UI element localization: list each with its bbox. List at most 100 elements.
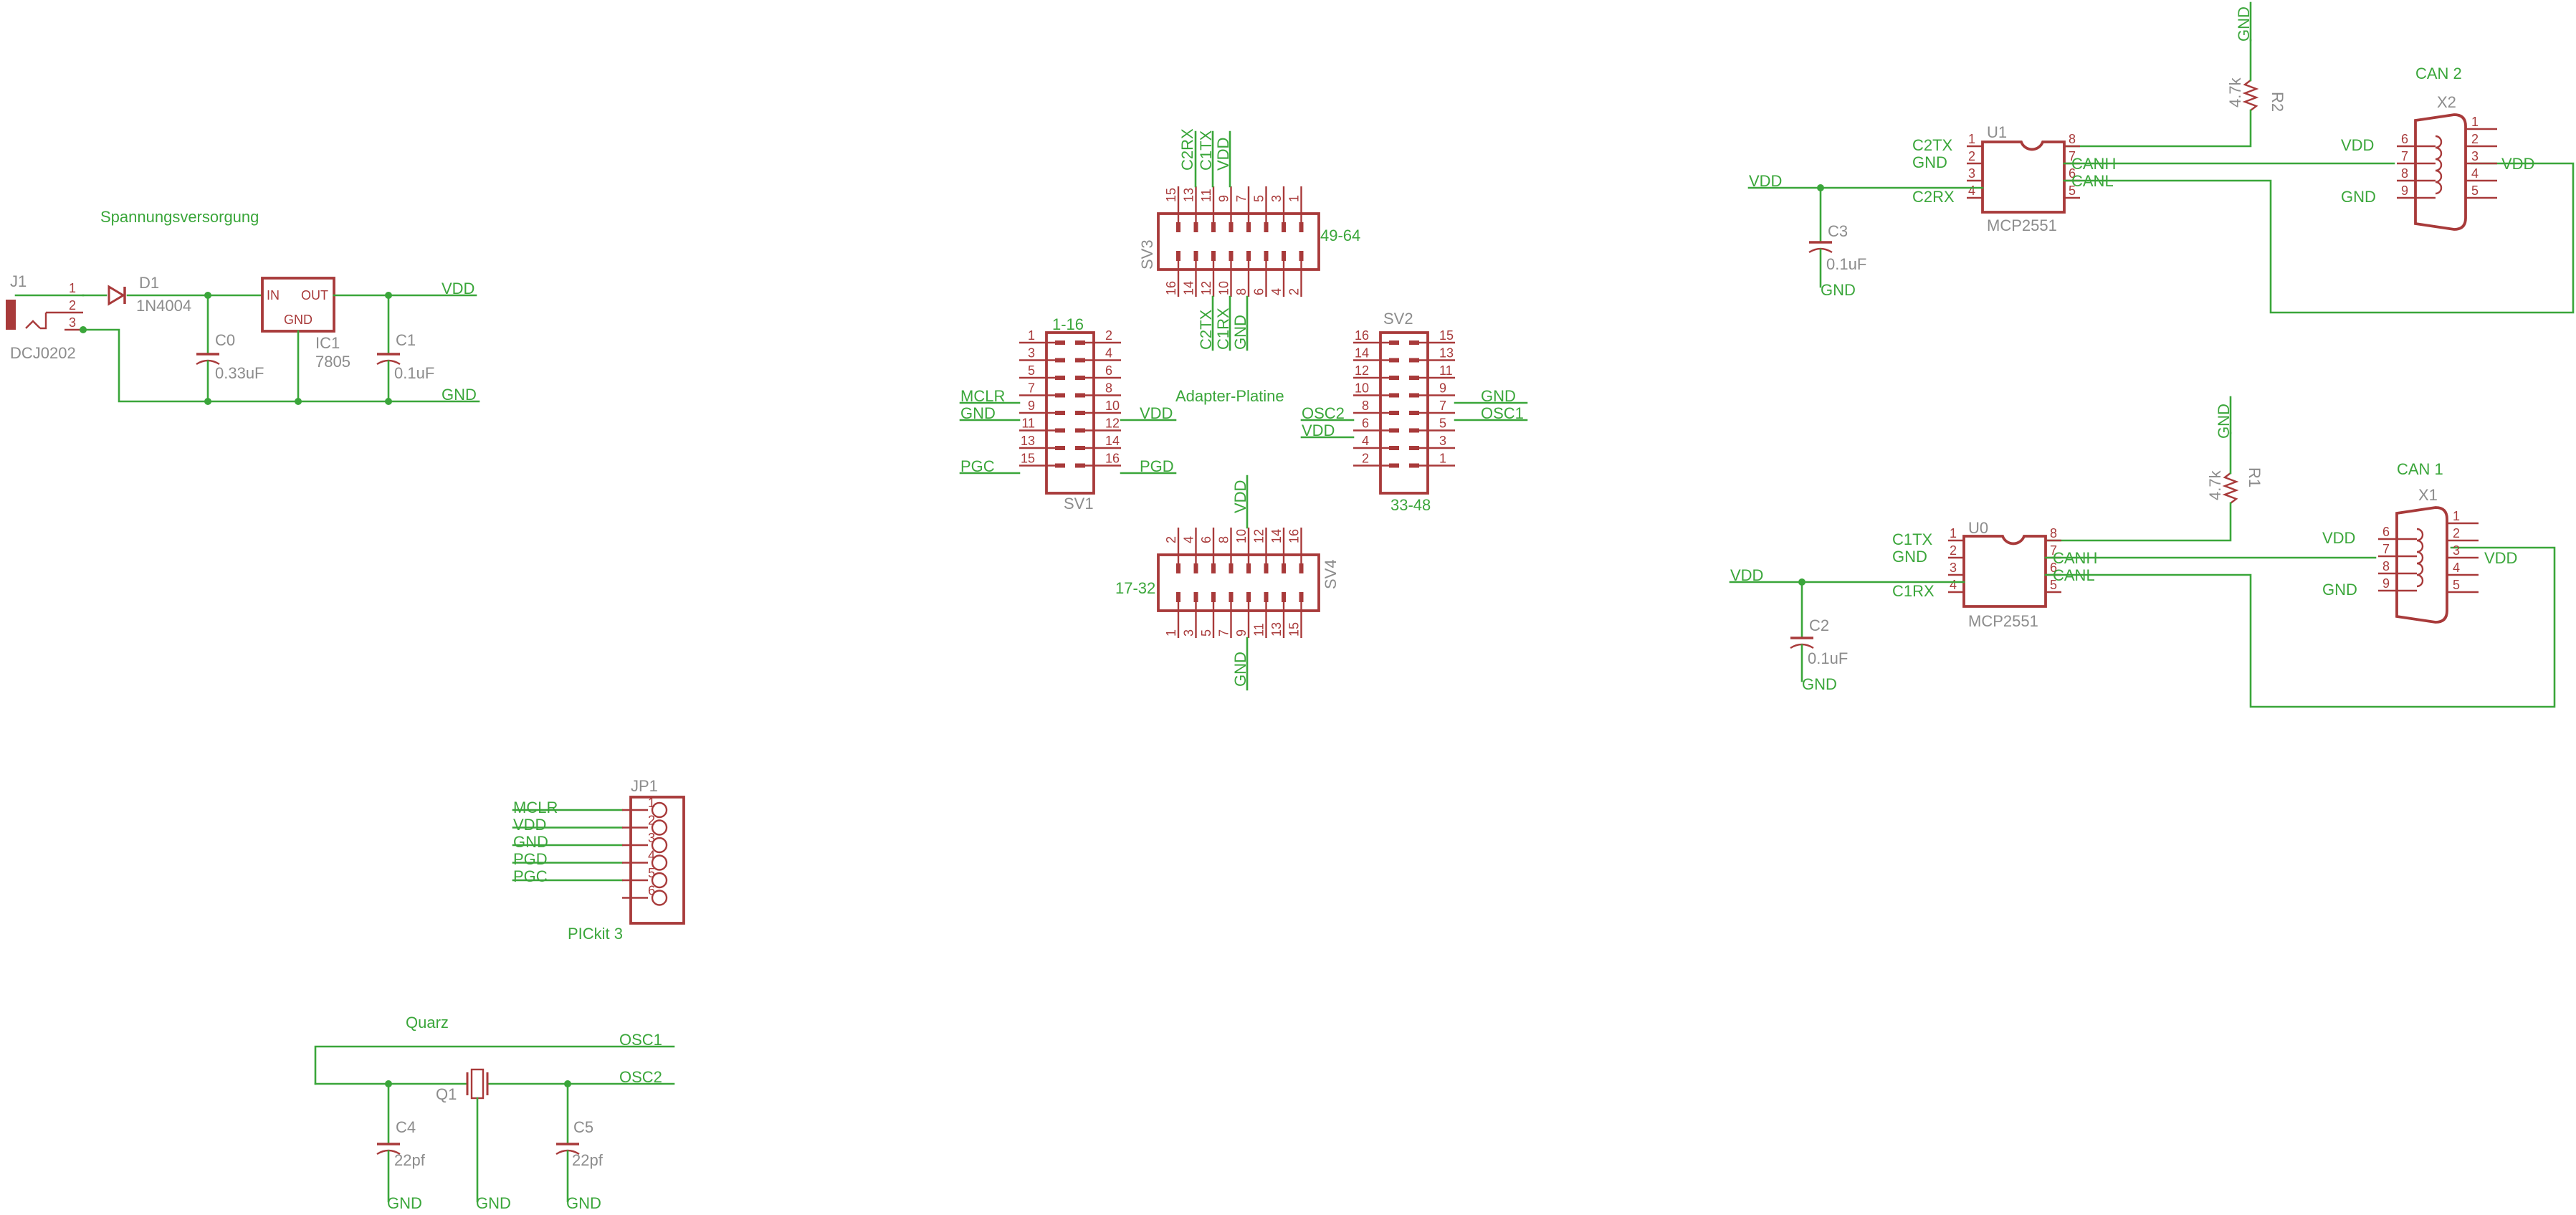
pin-number: 4 [1968, 184, 1975, 198]
sv3-name: SV3 [1138, 239, 1156, 270]
pin-number: 9 [1234, 629, 1249, 637]
sv3-c1tx-label: C1TX [1197, 130, 1215, 171]
x1-subd-connector [2395, 506, 2448, 624]
c5-value: 22pf [572, 1151, 604, 1169]
u0-ic-body [1962, 535, 2047, 608]
pin-number: 11 [1439, 363, 1453, 378]
pin-number: 9 [1028, 399, 1035, 413]
sv2-osc1-label: OSC1 [1481, 404, 1524, 422]
j1-name: J1 [10, 272, 27, 290]
c4-value: 22pf [394, 1151, 426, 1169]
pin-number: 6 [2069, 166, 2076, 181]
pin-number: 4 [2471, 166, 2479, 181]
header-pin-dot [1055, 411, 1065, 415]
pin-number: 6 [2401, 132, 2408, 146]
header-pin-dot [1409, 446, 1419, 450]
pin-number: 9 [2382, 576, 2390, 591]
r2-name: R2 [2269, 92, 2286, 112]
pin-number: 2 [1105, 328, 1112, 343]
header-pin-dot [1211, 592, 1216, 602]
header-pin-dot [1246, 592, 1251, 602]
header-pin-dot [1211, 251, 1216, 261]
header-pin-dot [1409, 376, 1419, 380]
c1-name: C1 [396, 331, 416, 349]
sv4-body [1157, 553, 1320, 612]
pin-number: 9 [2401, 184, 2408, 198]
c4-name: C4 [396, 1118, 416, 1136]
pin-number: 5 [1199, 629, 1213, 637]
pin-number: 14 [1105, 434, 1120, 448]
r1-resistor-symbol [2222, 472, 2239, 504]
pin-number: 2 [1362, 452, 1369, 466]
header-pin-dot [1389, 376, 1399, 380]
pin-number: 5 [2050, 578, 2057, 592]
pin-number: 1 [2453, 509, 2460, 523]
sv3-vdd-label: VDD [1214, 138, 1232, 171]
header-pin-dot [1409, 393, 1419, 398]
pin-number: 7 [1234, 195, 1249, 202]
sv2-name: SV2 [1383, 310, 1413, 328]
junction [80, 326, 87, 333]
c0-value: 0.33uF [215, 364, 264, 382]
u0-vdd-label: VDD [1730, 566, 1763, 584]
header-pin-dot [1264, 592, 1269, 602]
header-pin-dot [1176, 251, 1180, 261]
pin-number: 13 [1439, 346, 1454, 361]
x2-vdd-right-label: VDD [2501, 155, 2534, 173]
header-pin-dot [1299, 222, 1304, 232]
u0-c1tx-label: C1TX [1892, 530, 1933, 548]
sv1-gnd-label: GND [960, 404, 996, 422]
pin-number: 10 [1105, 399, 1120, 413]
pin-number: 11 [1252, 623, 1266, 637]
c3-name: C3 [1828, 222, 1848, 240]
pin-number: 1 [1287, 195, 1302, 202]
pin-number: 13 [1182, 188, 1196, 202]
pin-number: 5 [648, 866, 655, 880]
j1-pin-2: 2 [69, 298, 76, 313]
jp1-pin-pad [651, 837, 668, 854]
pin-number: 1 [1439, 452, 1446, 466]
header-pin-dot [1409, 411, 1419, 415]
j1-switch-mark [40, 313, 47, 330]
sv3-c1rx-label: C1RX [1214, 308, 1232, 350]
jp1-pin-pad [651, 819, 668, 836]
pin-number: 8 [1362, 399, 1369, 413]
header-pin-dot [1075, 376, 1085, 380]
pin-number: 8 [2382, 559, 2390, 573]
pin-number: 8 [1217, 536, 1231, 543]
header-pin-dot [1075, 411, 1085, 415]
can2-canl-wire [2063, 162, 2575, 314]
jp1-pgd-label: PGD [513, 850, 548, 868]
vdd-label: VDD [442, 280, 474, 297]
pin-number: 4 [1182, 536, 1196, 543]
pin-number: 9 [1217, 195, 1231, 202]
sv4-vdd-label: VDD [1231, 480, 1249, 513]
d1-diode-symbol [108, 285, 126, 306]
header-pin-dot [1409, 463, 1419, 468]
header-pin-dot [1409, 340, 1419, 345]
ic1-pin-out: OUT [301, 288, 328, 302]
sv3-range: 49-64 [1320, 227, 1360, 244]
adapter-title: Adapter-Platine [1175, 387, 1284, 405]
pin-number: 6 [2382, 525, 2390, 539]
pin-number: 3 [2453, 543, 2460, 558]
pin-number: 2 [648, 814, 655, 828]
osc1-label: OSC1 [619, 1031, 662, 1049]
sv4-range: 17-32 [1115, 579, 1155, 597]
c2-name: C2 [1809, 616, 1829, 634]
jp1-pin-pad [651, 854, 668, 871]
pin-number: 3 [1269, 195, 1284, 202]
pin-number: 15 [1164, 188, 1178, 202]
pin-number: 15 [1439, 328, 1454, 343]
pin-number: 5 [1252, 195, 1266, 202]
pin-number: 4 [648, 849, 655, 863]
c0-name: C0 [215, 331, 235, 349]
pin-number: 7 [2050, 543, 2057, 558]
header-pin-dot [1075, 393, 1085, 398]
x2-subd-connector [2414, 113, 2467, 231]
header-pin-dot [1075, 340, 1085, 345]
